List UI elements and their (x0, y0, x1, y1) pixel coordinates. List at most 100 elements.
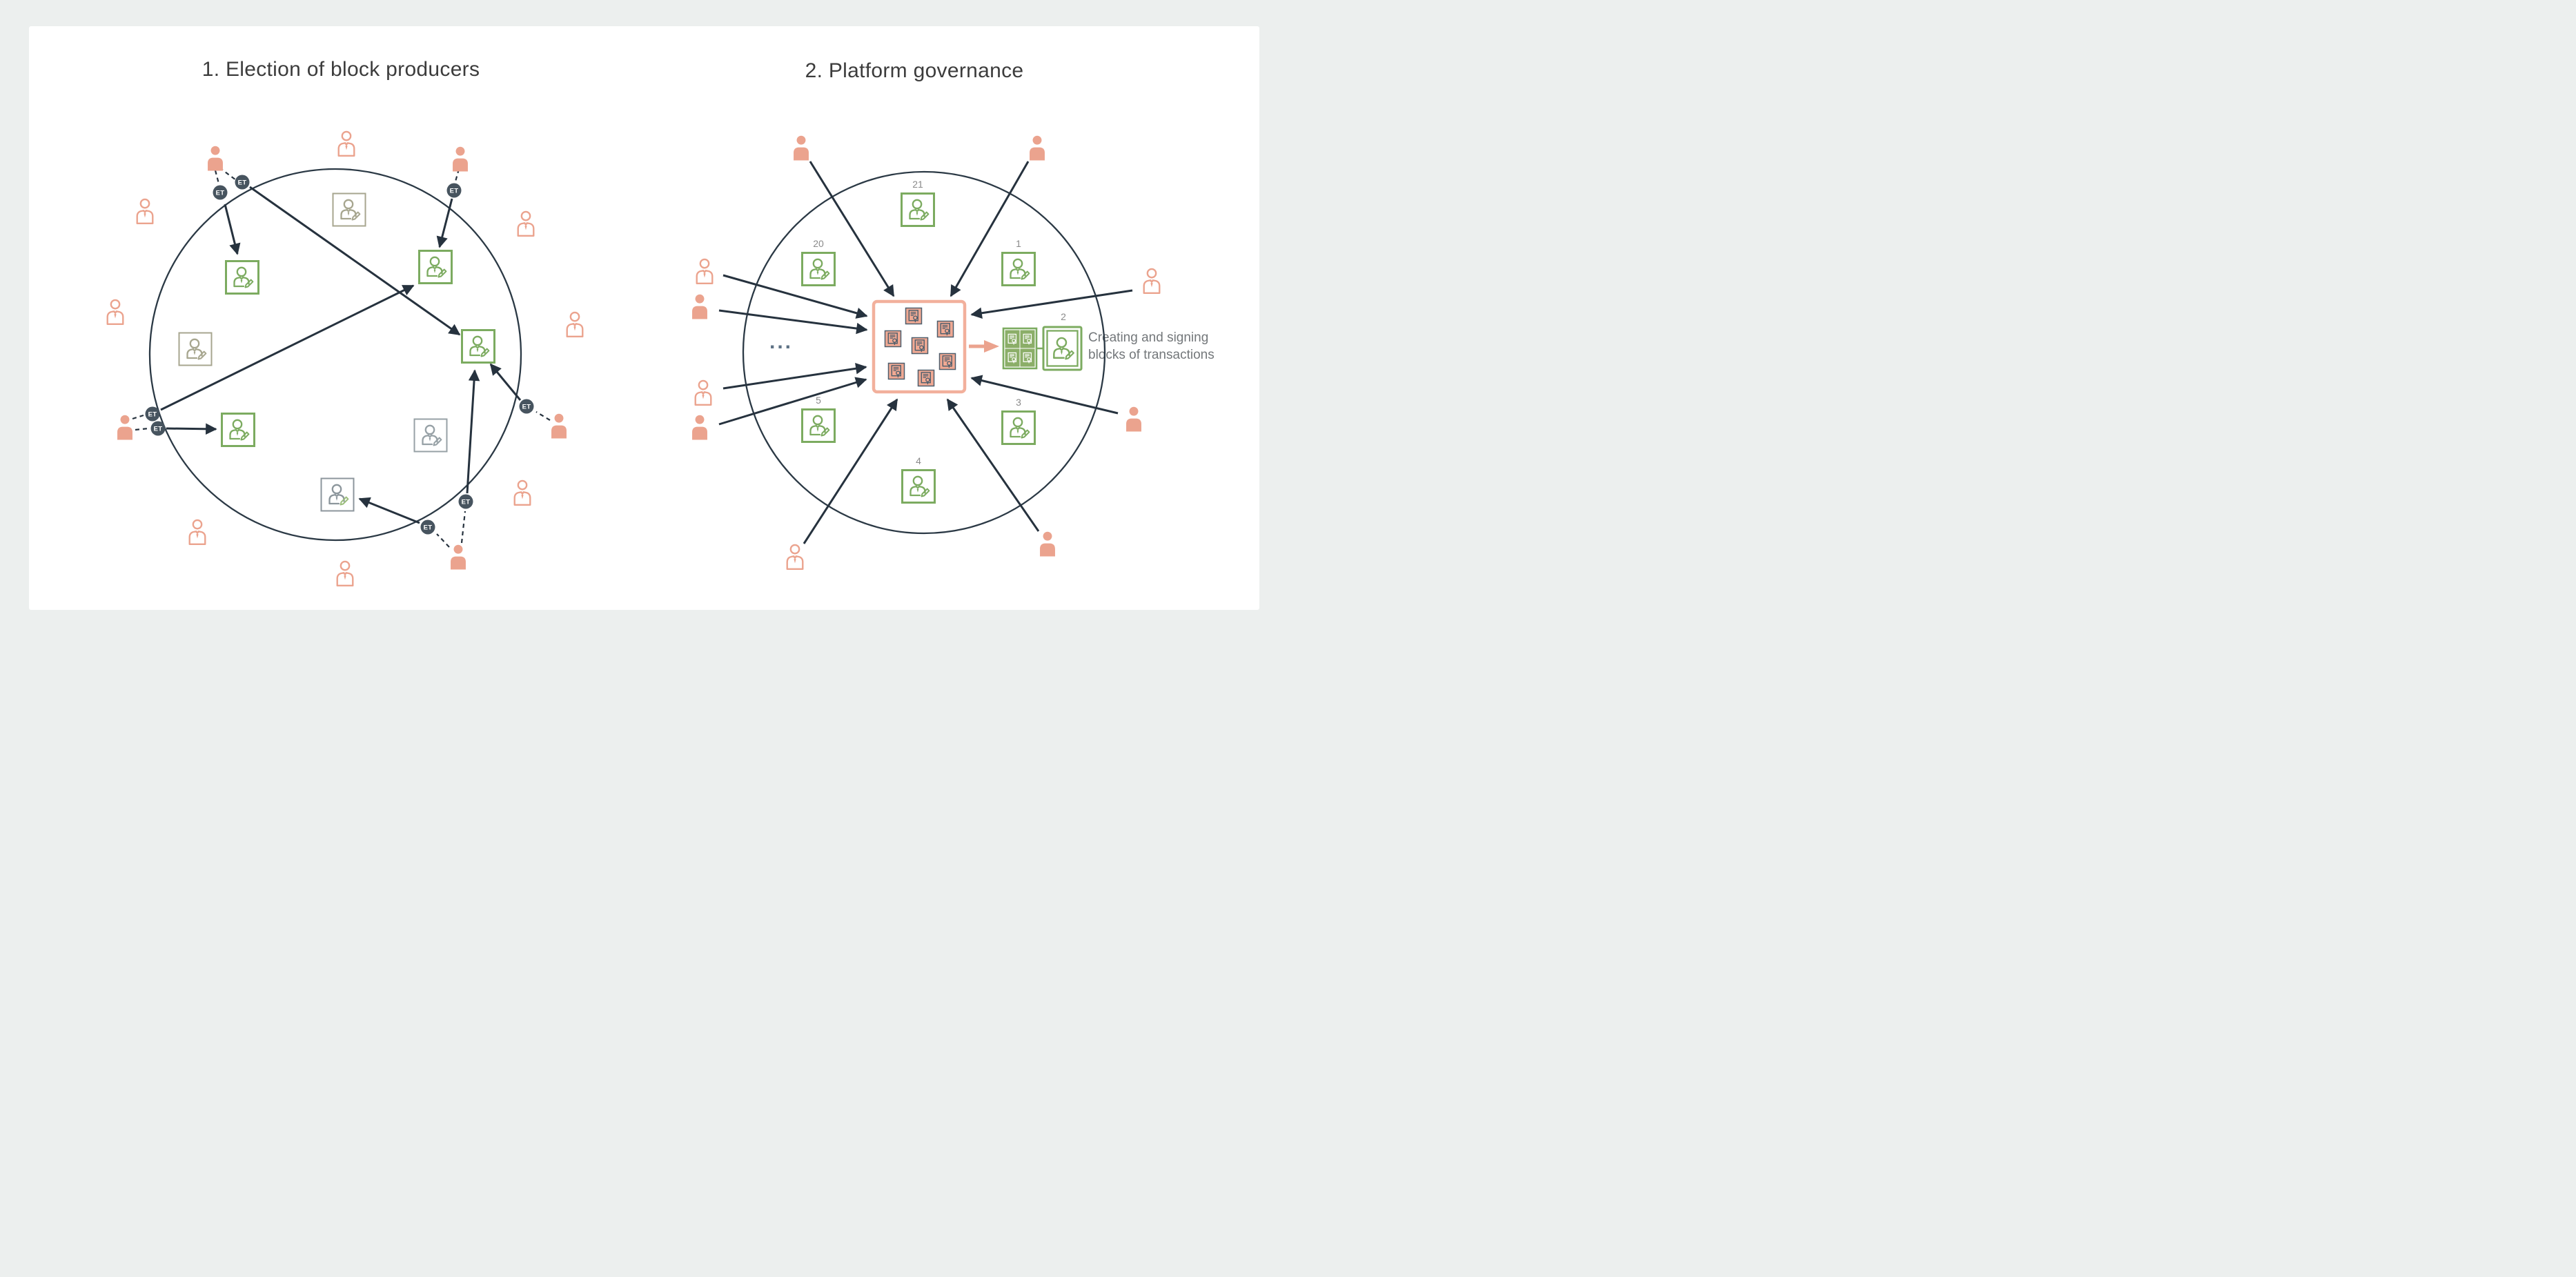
annotation-line2: blocks of transactions (1088, 348, 1215, 362)
vote-arrow (224, 204, 241, 255)
transaction-arrow (718, 377, 867, 426)
voter-outline-icon (517, 210, 535, 237)
block-doc-tile (1005, 330, 1020, 348)
producer-box-5 (801, 408, 836, 443)
user-filled-icon (692, 294, 707, 319)
transaction-doc-icon (936, 320, 954, 338)
producer-number: 20 (813, 238, 824, 249)
et-token: ET (213, 185, 228, 200)
voter-outline-icon (136, 198, 154, 224)
et-token: ET (420, 519, 435, 535)
governance-circle (742, 170, 1106, 535)
dashed-link (436, 533, 450, 548)
user-filled-icon (1040, 531, 1055, 557)
unelected-candidate-box (320, 477, 355, 512)
dashed-link (135, 427, 149, 431)
vote-arrow (160, 284, 415, 411)
et-token: ET (235, 175, 250, 190)
transaction-arrow (722, 274, 868, 319)
transaction-arrow (970, 289, 1133, 319)
et-token: ET (145, 406, 160, 422)
user-outline-icon (1143, 268, 1161, 294)
transaction-doc-icon (911, 337, 929, 355)
et-token: ET (458, 494, 473, 509)
diagram-layer: ET ET ET ET ET ET ET ET (106, 130, 1161, 586)
elected-candidate-box (461, 329, 495, 364)
transaction-doc-icon (905, 307, 923, 325)
vote-arrow (436, 198, 453, 248)
voter-outline-icon (566, 311, 584, 337)
et-token: ET (446, 183, 462, 198)
et-token-label: ET (424, 524, 433, 532)
et-token-label: ET (450, 188, 459, 195)
elected-candidate-box (225, 260, 259, 295)
et-token-label: ET (154, 426, 163, 433)
card (29, 26, 1259, 610)
block-doc-tile (1005, 348, 1020, 367)
unelected-candidate-box (413, 418, 448, 453)
transaction-arrow (809, 161, 895, 297)
producer-number: 21 (912, 179, 923, 190)
transaction-arrow (803, 398, 898, 544)
transaction-arrows (718, 161, 1133, 544)
et-token-label: ET (216, 190, 225, 197)
dashed-link (214, 170, 220, 184)
producer-box-3 (1001, 410, 1036, 445)
elected-candidate-box (221, 413, 255, 447)
transaction-arrow (718, 309, 868, 335)
voter-filled-icon (117, 415, 132, 440)
transaction-arrow (722, 363, 867, 390)
elected-candidate-box (418, 250, 453, 284)
vote-arrow (466, 369, 480, 494)
producer-number: 1 (1016, 238, 1021, 249)
vote-arrow (358, 497, 420, 524)
election-circle (148, 168, 522, 542)
producer-number: 4 (916, 455, 921, 466)
producer-number: 2 (1061, 311, 1066, 322)
voter-filled-icon (551, 413, 567, 439)
diagram-canvas: 1. Election of block producers 2. Platfo… (0, 0, 1288, 639)
transaction-pool (872, 299, 967, 394)
election-tokens: ET ET ET ET ET ET ET ET (145, 175, 534, 535)
voter-filled-icon (208, 146, 223, 171)
block-doc-tile (1020, 348, 1035, 367)
et-token: ET (519, 399, 534, 414)
unelected-candidate-box (332, 192, 366, 227)
dashed-link (460, 511, 466, 544)
vote-arrow (166, 423, 217, 435)
vote-arrow (249, 186, 461, 336)
voter-outline-icon (106, 299, 124, 325)
transaction-block (1002, 327, 1038, 370)
producer-box-1 (1001, 252, 1036, 286)
user-filled-icon (794, 135, 809, 161)
et-token-label: ET (462, 499, 471, 506)
voter-filled-icon (451, 544, 466, 570)
transaction-arrow (946, 398, 1040, 532)
unelected-candidates (178, 192, 448, 512)
voter-outline-icon (188, 519, 206, 545)
right-title: 2. Platform governance (805, 59, 1024, 82)
et-token: ET (150, 421, 166, 436)
block-doc-tile (1020, 330, 1035, 348)
more-producers-ellipsis: ... (769, 330, 793, 353)
vote-arrows (160, 186, 522, 524)
block-producers: 21 20 1 5 3 (801, 179, 1036, 504)
voter-outline-icon (337, 130, 355, 157)
et-token-label: ET (148, 411, 157, 419)
et-token-label: ET (238, 179, 247, 187)
transaction-arrow (970, 375, 1119, 415)
voter-filled-icon (453, 146, 468, 172)
left-title: 1. Election of block producers (201, 58, 480, 81)
user-filled-icon (692, 415, 707, 440)
producer-box-2-active (1042, 326, 1083, 371)
producer-box-21 (901, 192, 935, 227)
dashed-link (132, 414, 144, 420)
elected-candidates (221, 250, 495, 447)
transaction-arrow (950, 161, 1030, 297)
block-creation-arrow (969, 340, 999, 353)
user-outline-icon (694, 379, 712, 406)
voter-outline-icon (513, 479, 531, 506)
user-filled-icon (1030, 135, 1045, 161)
annotation-line1: Creating and signing (1088, 330, 1209, 345)
producer-box-4 (901, 469, 936, 504)
